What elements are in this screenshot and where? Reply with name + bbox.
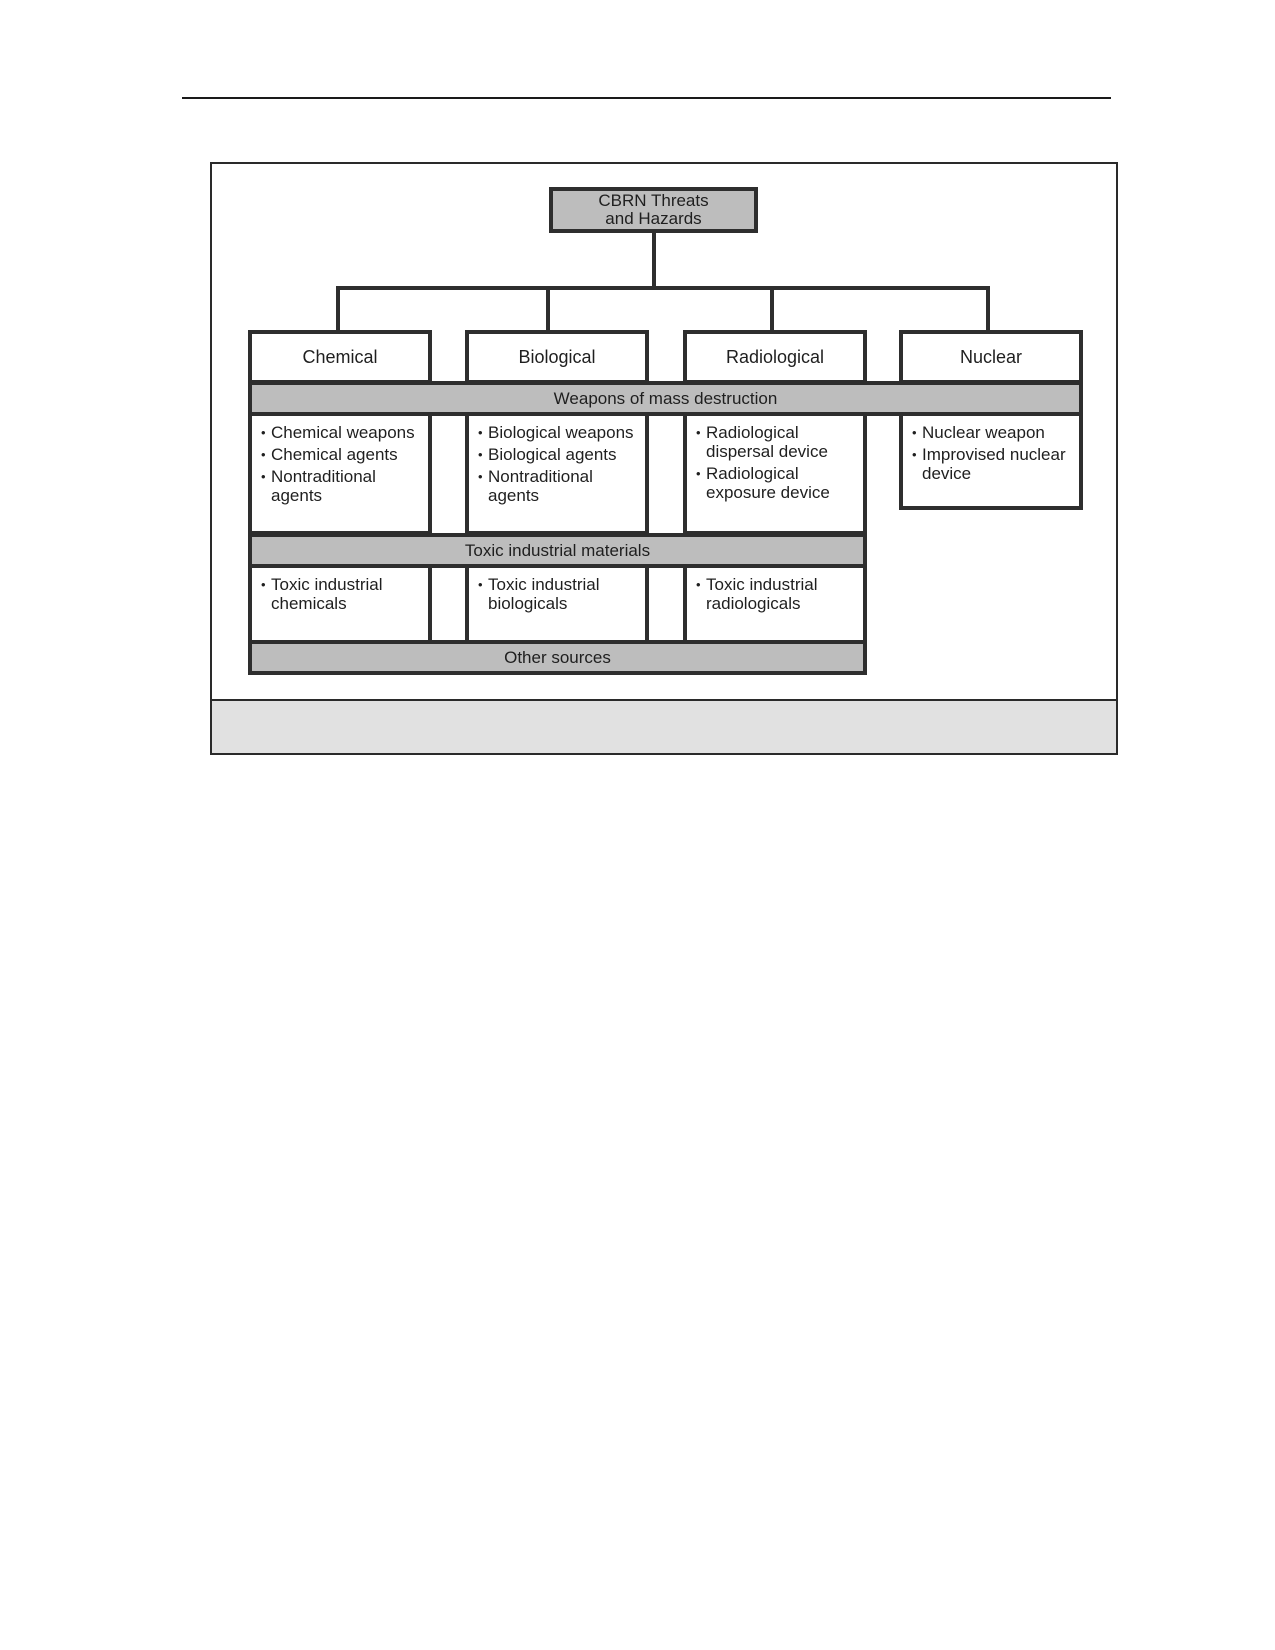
category-nuclear: Nuclear	[899, 330, 1083, 384]
branch-nuclear	[986, 286, 990, 331]
root-title-line1: CBRN Threats	[598, 191, 709, 210]
list-item: Improvised nuclear device	[912, 445, 1073, 483]
list-item: Biological weapons	[478, 423, 639, 442]
list-item: Toxic industrial biologicals	[478, 575, 639, 613]
list-item: Nontraditional agents	[478, 467, 639, 505]
root-node: CBRN Threats and Hazards	[549, 187, 758, 233]
category-chemical: Chemical	[248, 330, 432, 384]
band-toxic-industrial-materials: Toxic industrial materials	[248, 533, 867, 568]
wmd-radiological-box: Radiological dispersal device Radiologic…	[683, 411, 867, 535]
list-item: Chemical weapons	[261, 423, 422, 442]
list-item: Radiological dispersal device	[696, 423, 857, 461]
branch-chemical	[336, 286, 340, 331]
band-other-sources: Other sources	[248, 640, 867, 675]
branch-radiological	[770, 286, 774, 331]
list-item: Nuclear weapon	[912, 423, 1073, 442]
root-stem	[652, 233, 656, 288]
caption-band	[212, 699, 1116, 753]
wmd-chemical-box: Chemical weapons Chemical agents Nontrad…	[248, 411, 432, 535]
wmd-biological-box: Biological weapons Biological agents Non…	[465, 411, 649, 535]
tim-chemical-box: Toxic industrial chemicals	[248, 563, 432, 644]
category-radiological: Radiological	[683, 330, 867, 384]
branch-biological	[546, 286, 550, 331]
wmd-nuclear-box: Nuclear weapon Improvised nuclear device	[899, 411, 1083, 510]
list-item: Radiological exposure device	[696, 464, 857, 502]
list-item: Chemical agents	[261, 445, 422, 464]
list-item: Biological agents	[478, 445, 639, 464]
list-item: Toxic industrial radiologicals	[696, 575, 857, 613]
band-weapons-of-mass-destruction: Weapons of mass destruction	[248, 381, 1083, 416]
tim-biological-box: Toxic industrial biologicals	[465, 563, 649, 644]
category-biological: Biological	[465, 330, 649, 384]
list-item: Nontraditional agents	[261, 467, 422, 505]
header-rule	[182, 97, 1111, 99]
root-title-line2: and Hazards	[605, 209, 702, 228]
branch-bar	[336, 286, 990, 290]
list-item: Toxic industrial chemicals	[261, 575, 422, 613]
tim-radiological-box: Toxic industrial radiologicals	[683, 563, 867, 644]
